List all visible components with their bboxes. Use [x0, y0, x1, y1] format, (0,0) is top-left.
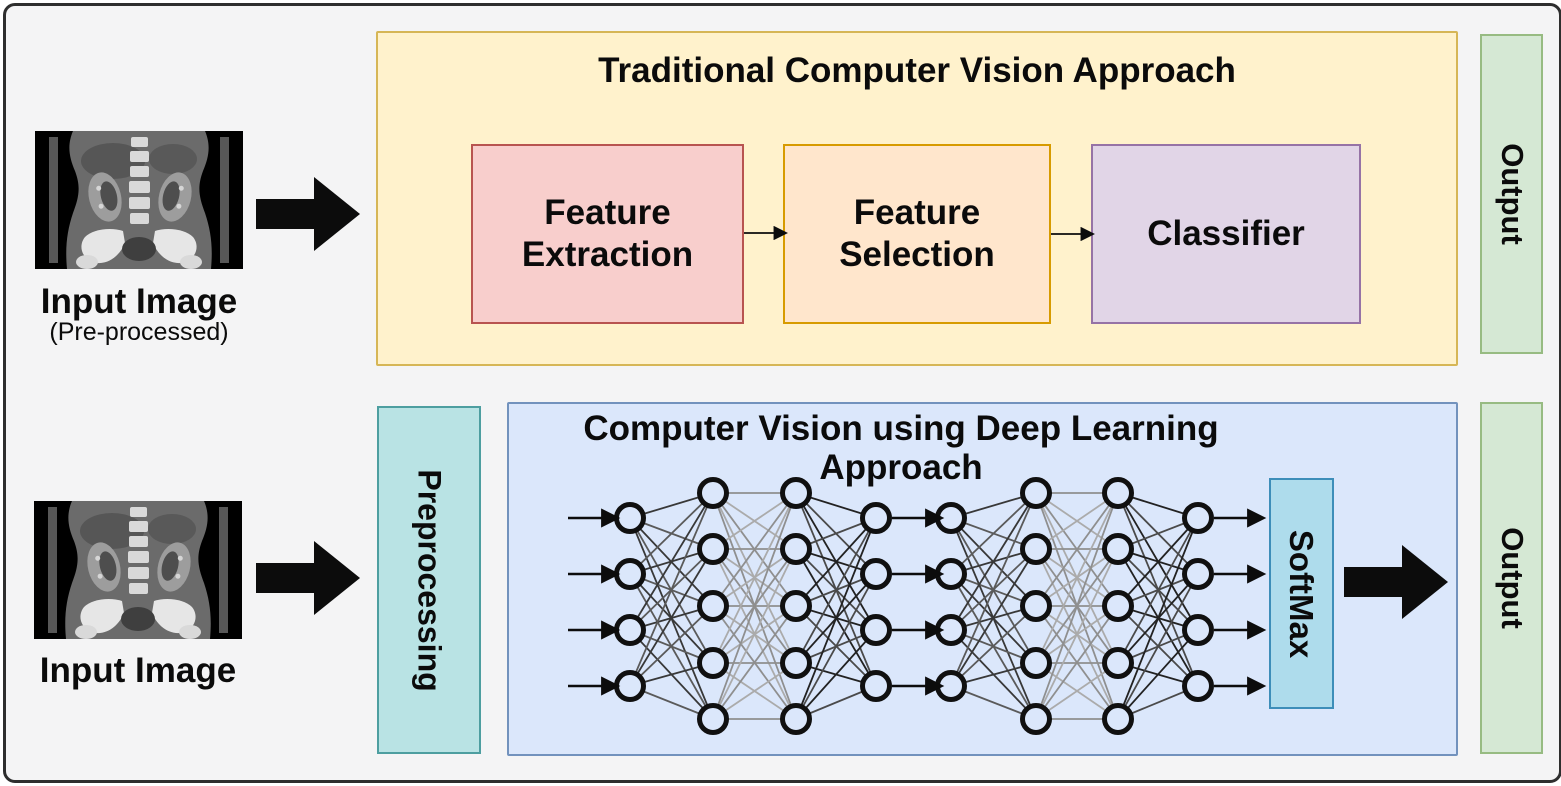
classifier-label: Classifier: [1147, 214, 1305, 253]
arrow-head: [1402, 545, 1448, 619]
arrow-head: [314, 177, 360, 251]
preprocessed-sublabel: (Pre-processed): [49, 318, 229, 346]
traditional-title: Traditional Computer Vision Approach: [598, 51, 1236, 90]
output-box-bottom: Output: [1480, 402, 1543, 754]
flow-arrow-softmax-output-icon: [1344, 545, 1448, 619]
arrow-head: [314, 541, 360, 615]
input-ct-image-bottom: [34, 501, 242, 639]
stage-box-classifier: Classifier: [1091, 144, 1361, 324]
flow-arrow-top-icon: [256, 177, 360, 251]
arrow-shaft: [256, 563, 314, 593]
input-image-label-top: Input Image: [40, 282, 238, 321]
softmax-label: SoftMax: [1283, 529, 1321, 658]
output-label-top: Output: [1494, 143, 1530, 245]
flow-arrow-bottom-icon: [256, 541, 360, 615]
softmax-box: SoftMax: [1269, 478, 1334, 709]
stage-box-feature-extraction: Feature Extraction: [471, 144, 744, 324]
input-ct-image-top: [35, 131, 243, 269]
input-image-label-bottom: Input Image: [39, 651, 237, 690]
arrow-shaft: [256, 199, 314, 229]
preprocessing-label: Preprocessing: [411, 468, 448, 692]
preprocessing-box: Preprocessing: [377, 406, 481, 754]
deep-learning-title: Computer Vision using Deep Learning Appr…: [583, 409, 1219, 487]
output-box-top: Output: [1480, 34, 1543, 354]
arrow-shaft: [1344, 567, 1402, 597]
stage-box-feature-selection: Feature Selection: [783, 144, 1051, 324]
diagram-canvas: Input Image (Pre-processed) Traditional …: [3, 3, 1561, 783]
output-label-bottom: Output: [1494, 527, 1530, 629]
feature-extraction-label: Feature Extraction: [521, 193, 694, 274]
feature-selection-label: Feature Selection: [839, 193, 995, 274]
